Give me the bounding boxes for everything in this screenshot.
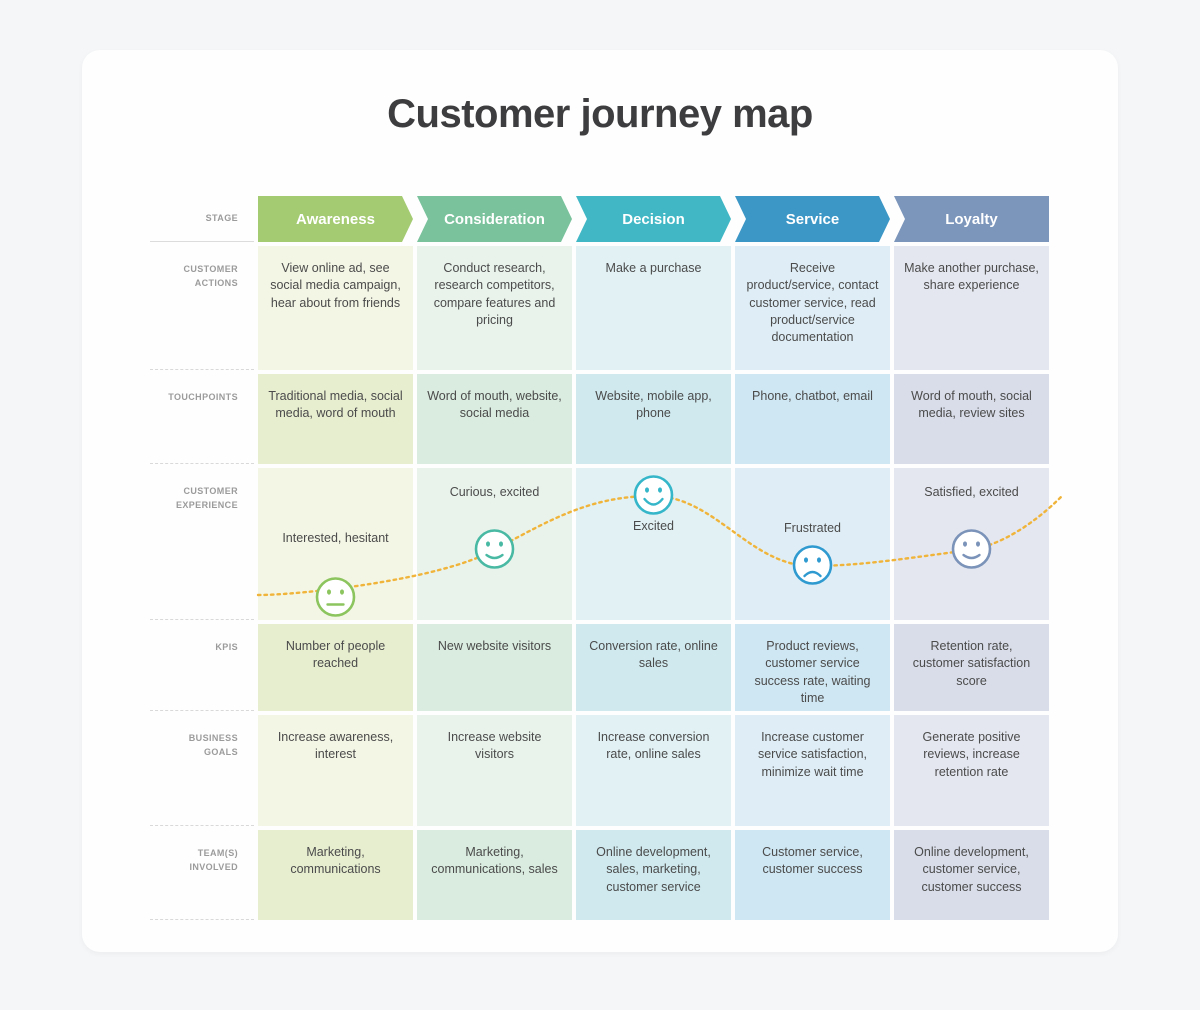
cell-teams-service: Customer service, customer success [735, 830, 890, 920]
experience-label: Satisfied, excited [924, 485, 1019, 499]
stage-header-service: Service [735, 196, 890, 242]
cell-actions-decision: Make a purchase [576, 246, 731, 370]
cell-goals-loyalty: Generate positive reviews, increase rete… [894, 715, 1049, 826]
cell-experience-loyalty: Satisfied, excited [894, 468, 1049, 620]
row-label-customer-experience: CUSTOMER EXPERIENCE [150, 468, 254, 620]
cell-experience-decision: Excited [576, 468, 731, 620]
stage-header-awareness: Awareness [258, 196, 413, 242]
row-label-touchpoints: TOUCHPOINTS [150, 374, 254, 464]
cell-teams-consideration: Marketing, communications, sales [417, 830, 572, 920]
cell-goals-service: Increase customer service satisfaction, … [735, 715, 890, 826]
row-label-customer-actions: CUSTOMER ACTIONS [150, 246, 254, 370]
page-title: Customer journey map [387, 92, 813, 136]
cell-experience-awareness: Interested, hesitant [258, 468, 413, 620]
stage-header-decision: Decision [576, 196, 731, 242]
stage-header-consideration: Consideration [417, 196, 572, 242]
cell-teams-decision: Online development, sales, marketing, cu… [576, 830, 731, 920]
cell-goals-consideration: Increase website visitors [417, 715, 572, 826]
cell-kpis-consideration: New website visitors [417, 624, 572, 711]
cell-teams-awareness: Marketing, communications [258, 830, 413, 920]
cell-touchpoints-awareness: Traditional media, social media, word of… [258, 374, 413, 464]
stage-header-loyalty: Loyalty [894, 196, 1049, 242]
journey-map-card: Customer journey map STAGE CUSTOMER ACTI… [82, 50, 1118, 952]
cell-touchpoints-consideration: Word of mouth, website, social media [417, 374, 572, 464]
row-label-business-goals: BUSINESS GOALS [150, 715, 254, 826]
cell-kpis-service: Product reviews, customer service succes… [735, 624, 890, 711]
row-label-stage: STAGE [150, 196, 254, 242]
row-label-kpis: KPIS [150, 624, 254, 711]
cell-kpis-loyalty: Retention rate, customer satisfaction sc… [894, 624, 1049, 711]
cell-teams-loyalty: Online development, customer service, cu… [894, 830, 1049, 920]
cell-actions-awareness: View online ad, see social media campaig… [258, 246, 413, 370]
experience-label: Curious, excited [449, 485, 540, 499]
cell-goals-decision: Increase conversion rate, online sales [576, 715, 731, 826]
cell-touchpoints-loyalty: Word of mouth, social media, review site… [894, 374, 1049, 464]
experience-label: Frustrated [784, 521, 841, 535]
experience-label: Interested, hesitant [282, 531, 389, 545]
journey-table: STAGE CUSTOMER ACTIONS TOUCHPOINTS CUSTO… [150, 196, 1064, 920]
cell-experience-service: Frustrated [735, 468, 890, 620]
cell-touchpoints-service: Phone, chatbot, email [735, 374, 890, 464]
cell-kpis-decision: Conversion rate, online sales [576, 624, 731, 711]
experience-label: Excited [633, 519, 674, 533]
cell-actions-loyalty: Make another purchase, share experience [894, 246, 1049, 370]
cell-goals-awareness: Increase awareness, interest [258, 715, 413, 826]
cell-experience-consideration: Curious, excited [417, 468, 572, 620]
cell-kpis-awareness: Number of people reached [258, 624, 413, 711]
cell-actions-service: Receive product/service, contact custome… [735, 246, 890, 370]
row-label-teams-involved: TEAM(S) INVOLVED [150, 830, 254, 920]
cell-touchpoints-decision: Website, mobile app, phone [576, 374, 731, 464]
cell-actions-consideration: Conduct research, research competitors, … [417, 246, 572, 370]
